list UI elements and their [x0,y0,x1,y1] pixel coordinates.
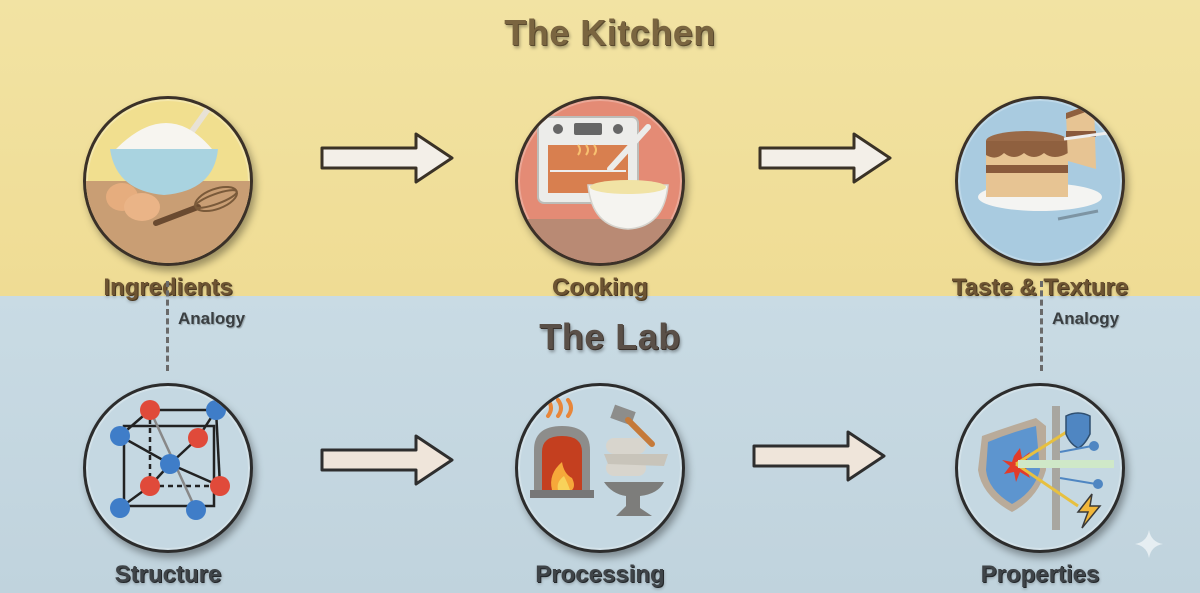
node-processing: Processing [500,383,700,589]
node-properties: Properties [940,383,1140,589]
layer-cake-icon [955,96,1125,266]
node-taste-texture: Taste & Texture [940,96,1140,302]
furnace-rollers-anvil-icon [515,383,685,553]
analogy-label: Analogy [1052,309,1120,328]
right-arrow-icon [750,428,890,484]
right-arrow-icon [318,130,458,186]
analogy-label: Analogy [178,309,246,328]
kitchen-title: The Kitchen [504,12,716,53]
node-label: Properties [980,561,1100,588]
node-cooking: Cooking [500,96,700,302]
oven-mixing-bowl-icon [515,96,685,266]
right-arrow-icon [756,130,896,186]
shield-impact-icon [955,383,1125,553]
sparkle-icon [1134,529,1164,559]
dashed-line [1040,281,1043,371]
node-structure: Structure [68,383,268,589]
right-arrow-icon [318,432,458,488]
node-label: Structure [114,561,222,588]
flour-bowl-eggs-whisk-icon [83,96,253,266]
node-label: Processing [535,561,665,588]
node-label: Cooking [552,274,648,301]
node-ingredients: Ingredients [68,96,268,302]
dashed-line [166,281,169,371]
crystal-lattice-icon [83,383,253,553]
lab-title: The Lab [539,316,681,357]
